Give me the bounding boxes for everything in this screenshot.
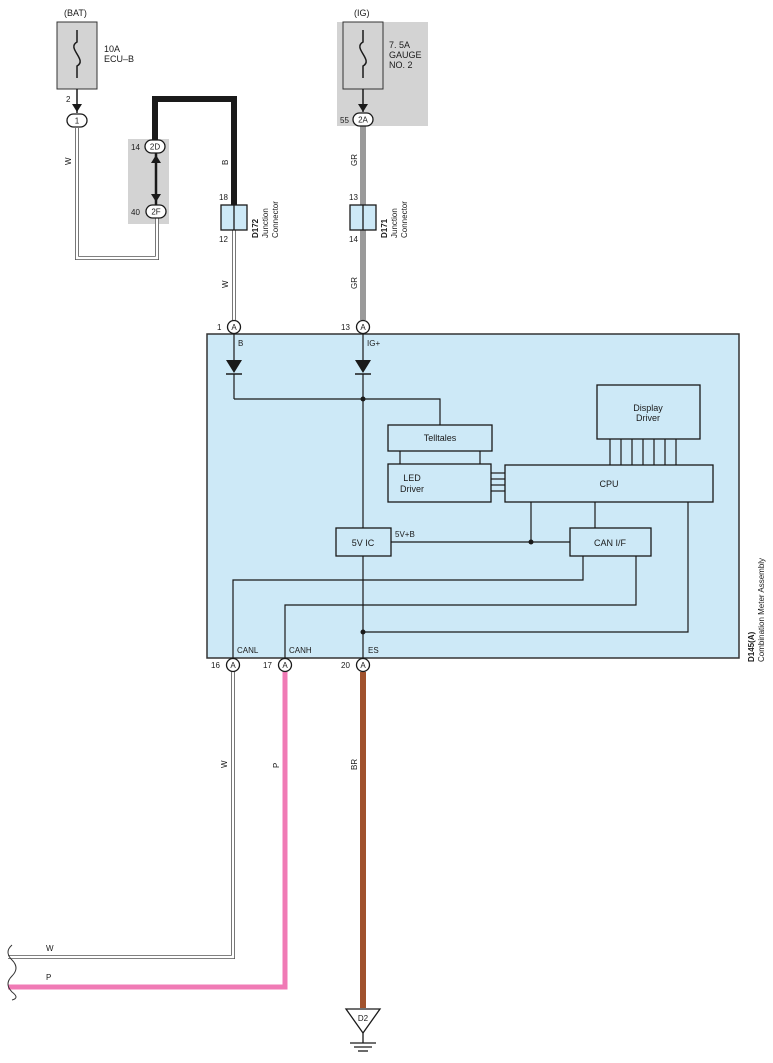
5v-plus-b-label: 5V+B	[395, 530, 415, 539]
connector-2f-label: 2F	[151, 208, 160, 217]
fuse-gauge-name: GAUGE	[389, 50, 422, 60]
wire-label-w-1: W	[64, 157, 73, 165]
led-driver-block	[387, 463, 492, 503]
display-driver-block	[596, 384, 701, 440]
fuse-ecu-b-rating: 10A	[104, 44, 120, 54]
pin-a-13	[355, 319, 371, 335]
source-ig-label: (IG)	[354, 8, 370, 18]
arrow-down-icon	[358, 104, 368, 112]
d171-pin-in: 13	[349, 193, 358, 202]
d172-pin-in: 18	[219, 193, 228, 202]
fuse-ecu-b-pin: 2	[66, 95, 71, 104]
wire-label-b: B	[221, 160, 230, 165]
can-if-label: CAN I/F	[594, 538, 627, 548]
wire-w-ecu-loop	[75, 128, 159, 260]
diode-ig-icon	[355, 360, 371, 375]
d171-pin-out: 14	[349, 235, 358, 244]
meter-id: D145(A)	[747, 631, 756, 662]
can-if-block	[569, 527, 652, 557]
pin-a-20	[355, 657, 371, 673]
pin-1-number: 1	[217, 323, 222, 332]
diode-b-icon	[226, 360, 242, 375]
connector-1	[66, 113, 88, 128]
connector-2d-label: 2D	[150, 143, 160, 152]
d172-pin-out: 12	[219, 235, 228, 244]
pin-16-number: 16	[211, 661, 220, 670]
fuse-gauge-rating: 7. 5A	[389, 40, 410, 50]
arrow-down-icon	[72, 104, 82, 112]
led-driver-label-2: Driver	[400, 484, 424, 494]
arrow-up-icon	[151, 155, 161, 163]
pin-a-17	[277, 657, 293, 673]
connector-2a	[352, 112, 374, 127]
wire-label-w-3: W	[220, 760, 229, 768]
wire-label-p-2: P	[46, 973, 51, 982]
connector-2f-pin: 40	[131, 208, 140, 217]
terminal-canl-label: CANL	[237, 646, 259, 655]
d171-name-line1: Junction	[390, 208, 399, 238]
telltales-block	[387, 424, 493, 452]
pin-20-number: 20	[341, 661, 350, 670]
led-driver-label-1: LED	[403, 473, 421, 483]
source-bat-label: (BAT)	[64, 8, 87, 18]
pin-1-letter: A	[231, 323, 237, 332]
junction-dot	[360, 396, 366, 402]
d171-name-line2: Connector	[400, 201, 409, 238]
d172-id: D172	[251, 218, 260, 238]
connector-2d-pin: 14	[131, 143, 140, 152]
ground-label: D2	[358, 1014, 369, 1023]
fuse-ecu-b-icon	[73, 30, 81, 78]
connector-1-label: 1	[75, 117, 80, 126]
terminal-es-label: ES	[368, 646, 379, 655]
pin-13-number: 13	[341, 323, 350, 332]
meter-name: Combination Meter Assembly	[757, 558, 766, 662]
wire-w-canl	[8, 672, 235, 959]
junction-connector-d172	[220, 204, 248, 231]
wire-b	[152, 96, 237, 205]
wire-p-canh	[8, 672, 288, 990]
5v-ic-label: 5V IC	[352, 538, 375, 548]
terminal-canh-label: CANH	[289, 646, 312, 655]
d172-name-line2: Connector	[271, 201, 280, 238]
arrow-down-icon	[151, 194, 161, 202]
wire-label-w-2: W	[221, 280, 230, 288]
terminal-b-label: B	[238, 339, 243, 348]
display-driver-label-2: Driver	[636, 413, 660, 423]
pin-a-16	[225, 657, 241, 673]
fuse-ecu-b-name: ECU–B	[104, 54, 134, 64]
fuse-gauge-number: NO. 2	[389, 60, 413, 70]
telltales-label: Telltales	[424, 433, 457, 443]
wire-label-p-1: P	[272, 763, 281, 768]
terminal-ig-label: IG+	[367, 339, 380, 348]
ground-icon	[344, 1008, 382, 1052]
wire-label-w-4: W	[46, 944, 54, 953]
wire-label-gr-2: GR	[350, 277, 359, 289]
cpu-block	[504, 464, 714, 503]
fuse-gauge-icon	[359, 30, 367, 78]
display-driver-label-1: Display	[633, 403, 663, 413]
junction-connector-d171	[349, 204, 377, 231]
pin-20-letter: A	[360, 661, 366, 670]
pin-17-letter: A	[282, 661, 288, 670]
d171-id: D171	[380, 218, 389, 238]
wire-label-gr-1: GR	[350, 154, 359, 166]
connector-2a-label: 2A	[358, 116, 368, 125]
pin-16-letter: A	[230, 661, 236, 670]
pin-a-1	[226, 319, 242, 335]
fuse-gauge-pin: 55	[340, 116, 349, 125]
wire-label-br: BR	[350, 759, 359, 770]
pin-17-number: 17	[263, 661, 272, 670]
5v-ic-block	[335, 527, 392, 557]
junction-dot	[528, 539, 534, 545]
junction-dot	[360, 629, 366, 635]
break-mark	[7, 944, 17, 1001]
cpu-label: CPU	[599, 479, 618, 489]
d172-name-line1: Junction	[261, 208, 270, 238]
pin-13-letter: A	[360, 323, 366, 332]
